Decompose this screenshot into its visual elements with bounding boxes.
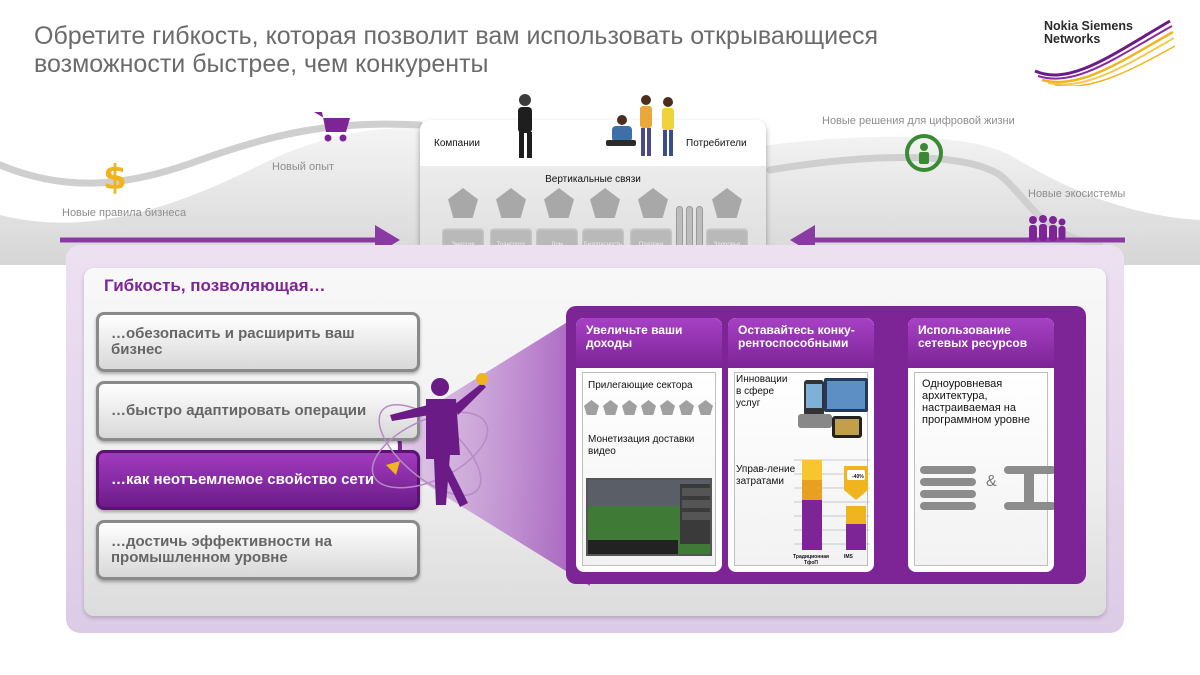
column-competitive: Оставайтесь конку-рентоспособными Иннова… — [728, 318, 874, 572]
lock-icon — [590, 188, 620, 218]
video-thumbnail — [586, 478, 712, 556]
cost-management-label: Управ-ление затратами — [736, 464, 796, 487]
digital-life-icon — [905, 134, 943, 172]
payments-icon — [660, 400, 675, 415]
health-icon — [698, 400, 713, 415]
payments-icon — [638, 188, 668, 218]
option-industrial-efficiency[interactable]: …достичь эффективности на промышленном у… — [96, 520, 420, 580]
column-network: Использование сетевых ресурсов Одноуровн… — [908, 318, 1054, 572]
hub-companies-label: Компании — [434, 138, 480, 149]
option-network-property[interactable]: …как неотъемлемое свойство сети — [96, 450, 420, 510]
option-network-property-label: …как неотъемлемое свойство сети — [111, 471, 375, 488]
column-revenue: Увеличьте ваши доходы Прилегающие сектор… — [576, 318, 722, 572]
option-industrial-efficiency-label: …достичь эффективности на промышленном у… — [111, 533, 332, 566]
unified-core — [1024, 470, 1034, 506]
energy-icon — [448, 188, 478, 218]
health-icon — [712, 188, 742, 218]
label-ecosystems: Новые экосистемы — [1028, 188, 1126, 200]
devices-image — [798, 378, 868, 438]
option-adapt-operations[interactable]: …быстро адаптировать операции — [96, 381, 420, 441]
option-secure-expand[interactable]: …обезопасить и расширить ваш бизнес — [96, 312, 420, 372]
dollar-icon: $ — [103, 158, 127, 196]
layer-bar — [920, 490, 976, 498]
panel-title: Гибкость, позволяющая… — [104, 276, 326, 295]
architecture-text: Одноуровневая архитектура, настраиваемая… — [922, 378, 1031, 426]
option-secure-expand-label: …обезопасить и расширить ваш бизнес — [111, 325, 355, 358]
businessman-figure — [518, 94, 532, 158]
reduction-badge: -40% — [852, 474, 864, 480]
label-digital-life: Новые решения для цифровой жизни — [822, 115, 1015, 127]
logo-line-2: Networks — [1044, 31, 1101, 46]
competitive-heading: Оставайтесь конку-рентоспособными — [728, 318, 874, 368]
layer-bar — [920, 466, 976, 474]
shopping-cart-icon — [314, 112, 350, 142]
svg-text:$: $ — [103, 158, 127, 196]
layer-bar — [920, 478, 976, 486]
home-icon — [544, 188, 574, 218]
ampersand: & — [986, 473, 997, 490]
energy-icon — [584, 400, 599, 415]
adjacent-sectors-label: Прилегающие сектора — [588, 380, 693, 391]
home-icon — [622, 400, 637, 415]
logo-line-1: Nokia Siemens — [1044, 19, 1133, 33]
nsn-logo-swoosh — [1034, 19, 1175, 86]
juggler-figure — [371, 373, 489, 507]
bar-label-traditional: Традиционная ТфоП — [793, 554, 829, 566]
people-group-icon — [1029, 215, 1066, 241]
label-business-rules: Новые правила бизнеса — [62, 207, 187, 219]
bar-label-ims: IMS — [844, 554, 853, 560]
bottom-layer-bar — [1004, 502, 1054, 510]
transport-icon — [496, 188, 526, 218]
lock-icon — [641, 400, 656, 415]
service-innovation-label: Инновации в сфере услуг — [736, 374, 788, 409]
label-new-experience: Новый опыт — [272, 161, 335, 173]
layer-bar — [920, 502, 976, 510]
hub-header — [420, 120, 766, 166]
hub-consumers-label: Потребители — [686, 138, 747, 149]
hub-verticals-label: Вертикальные связи — [545, 174, 641, 185]
revenue-heading: Увеличьте ваши доходы — [576, 318, 722, 368]
video-monetization-label: Монетизация доставки видео — [588, 434, 695, 457]
stadium-image — [588, 480, 710, 554]
consumers-figures — [606, 95, 674, 156]
cost-chart — [794, 459, 870, 550]
transport-icon — [603, 400, 618, 415]
slide-title: Обретите гибкость, которая позволит вам … — [34, 22, 879, 78]
network-heading: Использование сетевых ресурсов — [908, 318, 1054, 368]
option-adapt-operations-label: …быстро адаптировать операции — [111, 402, 367, 419]
columns-icon — [679, 400, 694, 415]
company-logo: Nokia Siemens Networks — [1044, 20, 1133, 45]
